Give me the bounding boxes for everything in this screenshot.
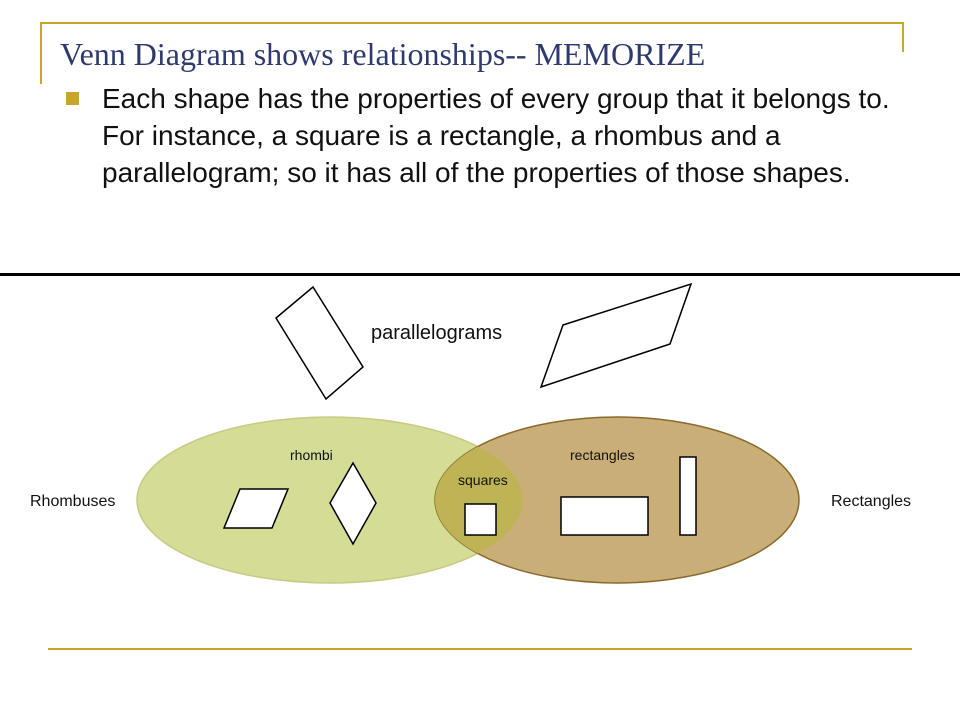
top-accent-line: [40, 22, 904, 24]
parallelogram-shape-right: [539, 282, 693, 389]
slide-title: Venn Diagram shows relationships-- MEMOR…: [60, 36, 706, 72]
rectangle-shape-tall: [679, 456, 697, 536]
bullet-text: Each shape has the properties of every g…: [102, 83, 890, 188]
rectangles-label: rectangles: [570, 447, 635, 463]
bullet-marker: [66, 92, 79, 105]
rhombuses-set-label: Rhombuses: [30, 493, 115, 510]
section-divider: [0, 273, 960, 276]
right-accent-line: [902, 22, 904, 52]
bottom-accent-line: [48, 648, 912, 650]
left-accent-line: [40, 22, 42, 84]
parallelograms-label: parallelograms: [371, 322, 502, 344]
rhombus-shape-diamond: [329, 461, 377, 546]
square-shape: [464, 503, 497, 536]
rectangles-set-label: Rectangles: [831, 493, 911, 510]
squares-label: squares: [458, 472, 508, 488]
rectangle-shape-wide: [560, 496, 649, 536]
parallelogram-shape-left: [275, 285, 364, 401]
rhombus-shape-slanted: [222, 488, 290, 529]
rhombi-label: rhombi: [290, 447, 333, 463]
